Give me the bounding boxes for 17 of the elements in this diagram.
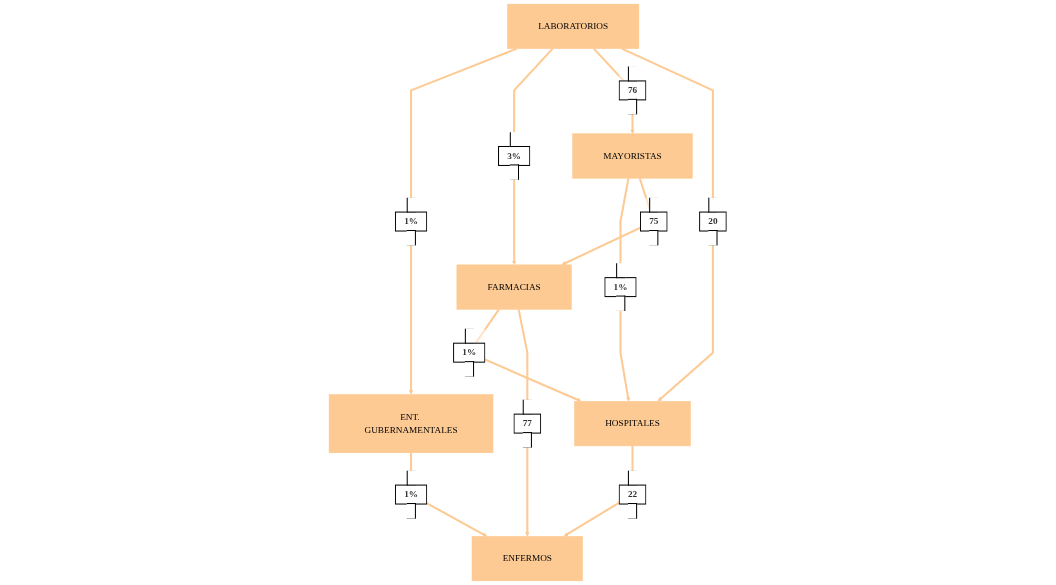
edge-label: 1% — [404, 216, 419, 227]
node-box: ENFERMOS — [471, 536, 583, 582]
edge-label: 76 — [627, 85, 638, 96]
edge-label: 20 — [708, 216, 718, 227]
edge-label: 1% — [404, 489, 419, 500]
edge-label: 75 — [649, 216, 659, 227]
edge-label: 77 — [522, 418, 533, 429]
arrow — [408, 47, 518, 395]
edge-label: 1% — [613, 281, 628, 292]
node-box: MAYORISTAS — [572, 133, 693, 179]
node-box: HOSPITALES — [574, 401, 691, 447]
node-box: ENT. GUBERNAMENTALES — [328, 394, 494, 454]
edge-label: 1% — [462, 347, 477, 358]
edge-label: 3% — [507, 150, 522, 161]
node-box: LABORATORIOS — [507, 3, 640, 49]
node-box: FARMACIAS — [456, 264, 572, 310]
edge-label: 22 — [627, 489, 638, 500]
